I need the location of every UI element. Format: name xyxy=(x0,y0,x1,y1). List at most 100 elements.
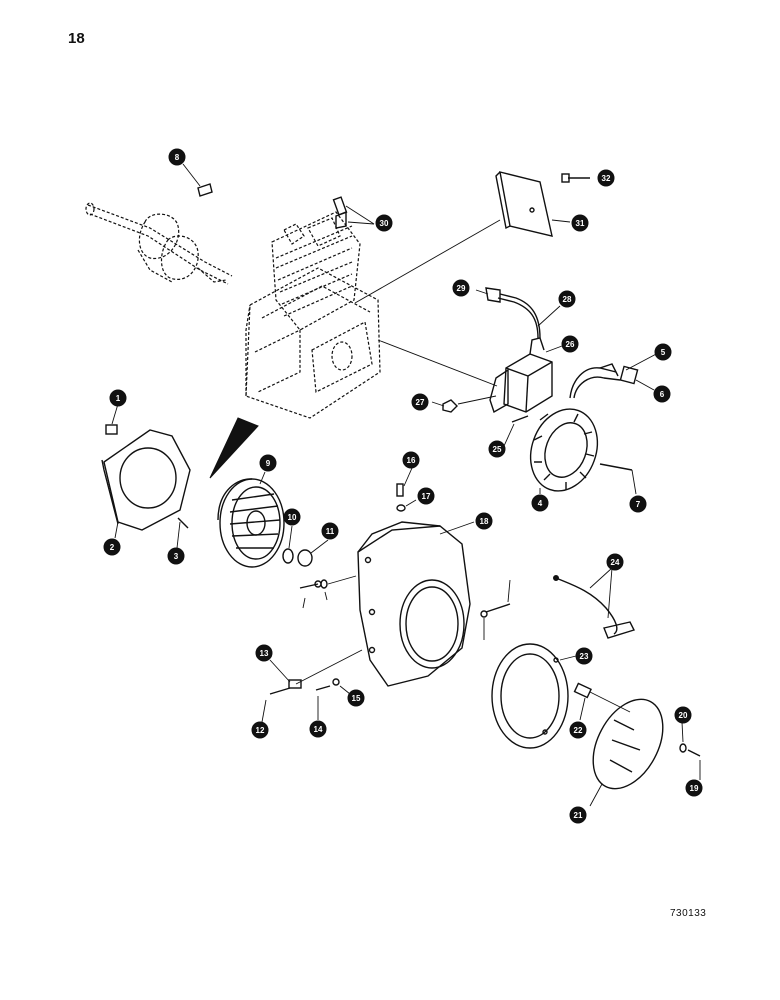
callout-11: 11 xyxy=(321,522,339,540)
leader-block-to-bracket xyxy=(354,219,501,304)
callout-circle xyxy=(475,512,493,530)
part-17-washer-lower xyxy=(320,579,328,589)
callout-28: 28 xyxy=(558,290,576,308)
callout-4: 4 xyxy=(531,494,549,512)
callout-label: 15 xyxy=(352,694,361,703)
callout-24: 24 xyxy=(606,553,624,571)
part-10-washer xyxy=(282,548,294,564)
callout-label: 27 xyxy=(416,398,425,407)
callout-23: 23 xyxy=(575,647,593,665)
callout-label: 31 xyxy=(576,219,585,228)
callout-label: 17 xyxy=(422,492,431,501)
callout-circle xyxy=(488,440,506,458)
callout-10: 10 xyxy=(283,508,301,526)
callout-circle xyxy=(259,454,277,472)
blower-housing xyxy=(357,521,475,687)
callout-14: 14 xyxy=(309,720,327,738)
part-24-wire-harness xyxy=(553,567,635,639)
callout-16: 16 xyxy=(402,451,420,469)
callout-circle xyxy=(685,779,703,797)
callout-circle xyxy=(402,451,420,469)
callout-label: 3 xyxy=(174,552,179,561)
part-31-bracket xyxy=(495,171,571,237)
callout-15: 15 xyxy=(347,689,365,707)
callout-circle xyxy=(571,214,589,232)
callout-label: 22 xyxy=(574,726,583,735)
callout-17: 17 xyxy=(417,487,435,505)
callout-circle xyxy=(103,538,121,556)
callout-29: 29 xyxy=(452,279,470,297)
callout-circle xyxy=(654,343,672,361)
callout-13: 13 xyxy=(255,644,273,662)
part-20-washer xyxy=(679,743,687,753)
callout-18: 18 xyxy=(475,512,493,530)
callout-12: 12 xyxy=(251,721,269,739)
callout-circle xyxy=(375,214,393,232)
callout-circle xyxy=(569,721,587,739)
callout-circle xyxy=(674,706,692,724)
callout-circle xyxy=(569,806,587,824)
part-29-spark-cap xyxy=(485,287,501,303)
callout-label: 30 xyxy=(380,219,389,228)
callout-circle xyxy=(452,279,470,297)
callout-circle xyxy=(558,290,576,308)
callout-8: 8 xyxy=(168,148,186,166)
part-11-nut xyxy=(297,549,313,567)
callout-6: 6 xyxy=(653,385,671,403)
callout-label: 14 xyxy=(314,725,323,734)
part-30-spark-plug xyxy=(332,196,375,229)
crankshaft-illustration xyxy=(85,202,233,285)
callout-label: 26 xyxy=(566,340,575,349)
callout-19: 19 xyxy=(685,779,703,797)
callout-group: 1234567891011121314151617181920212223242… xyxy=(103,148,703,824)
callout-25: 25 xyxy=(488,440,506,458)
part-17-washer xyxy=(396,504,406,512)
callout-label: 25 xyxy=(493,445,502,454)
flywheel xyxy=(217,471,285,568)
callout-circle xyxy=(321,522,339,540)
part-19-bolt xyxy=(687,749,701,757)
part-12-bolt xyxy=(269,687,291,695)
callout-label: 4 xyxy=(538,499,543,508)
callout-label: 8 xyxy=(175,153,180,162)
callout-9: 9 xyxy=(259,454,277,472)
callout-label: 1 xyxy=(116,394,121,403)
flywheel-cover-plate xyxy=(101,403,191,549)
part-22-spacer xyxy=(573,682,592,699)
engine-block-illustration xyxy=(245,211,381,419)
callout-30: 30 xyxy=(375,214,393,232)
callout-27: 27 xyxy=(411,393,429,411)
callout-circle xyxy=(109,389,127,407)
callout-circle xyxy=(411,393,429,411)
callout-label: 12 xyxy=(256,726,265,735)
callout-5: 5 xyxy=(654,343,672,361)
callout-label: 21 xyxy=(574,811,583,820)
callout-circle xyxy=(417,487,435,505)
part-4-stator xyxy=(529,408,599,494)
callout-label: 13 xyxy=(260,649,269,658)
part-6-connector xyxy=(619,365,639,385)
callout-circle xyxy=(561,335,579,353)
callout-circle xyxy=(309,720,327,738)
callout-label: 11 xyxy=(326,527,335,536)
callout-2: 2 xyxy=(103,538,121,556)
callout-31: 31 xyxy=(571,214,589,232)
callout-label: 6 xyxy=(660,390,665,399)
callout-7: 7 xyxy=(629,495,647,513)
callout-3: 3 xyxy=(167,547,185,565)
callout-circle xyxy=(251,721,269,739)
callout-circle xyxy=(653,385,671,403)
part-14-bolt xyxy=(315,685,331,691)
callout-circle xyxy=(167,547,185,565)
figure-number: 730133 xyxy=(670,908,707,919)
callout-1: 1 xyxy=(109,389,127,407)
page-number: 18 xyxy=(68,30,85,47)
part-21-cover-plate xyxy=(589,698,664,807)
callout-label: 19 xyxy=(690,784,699,793)
part-15-washer-right xyxy=(480,610,488,618)
callout-21: 21 xyxy=(569,806,587,824)
callout-label: 29 xyxy=(457,284,466,293)
callout-circle xyxy=(347,689,365,707)
callout-label: 9 xyxy=(266,459,271,468)
